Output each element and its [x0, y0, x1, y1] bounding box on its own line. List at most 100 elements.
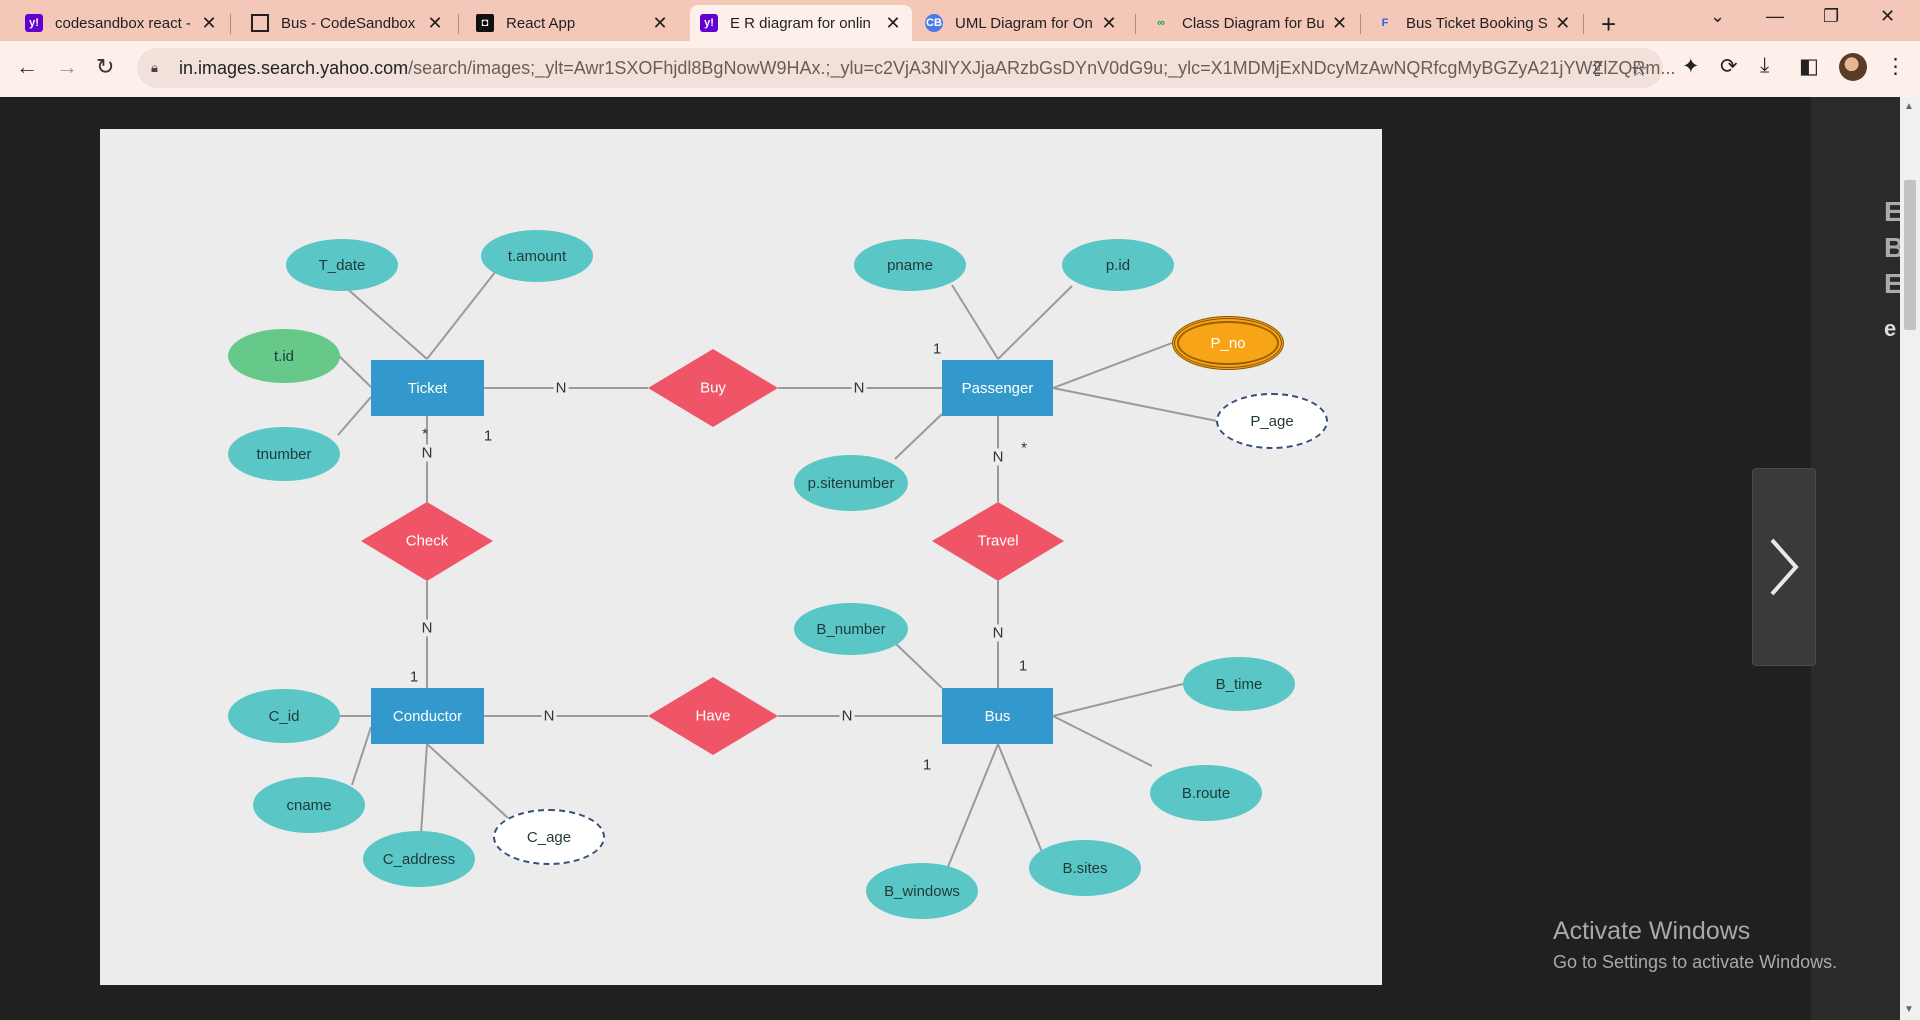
tab-title: Bus - CodeSandbox — [281, 14, 416, 32]
chevron-right-icon — [1770, 538, 1799, 596]
tab-divider — [230, 14, 231, 34]
side-text: B — [1884, 232, 1905, 263]
entity-bus: Bus — [942, 688, 1053, 744]
tab-title: E R diagram for onlin — [730, 14, 871, 32]
entity-conductor: Conductor — [371, 688, 484, 744]
attribute-t-id-key: t.id — [228, 329, 340, 383]
restore-icon[interactable]: ❐ — [1823, 6, 1840, 26]
side-text: E — [1884, 196, 1903, 227]
close-icon[interactable]: ✕ — [652, 12, 668, 33]
attribute-b-route: B.route — [1150, 765, 1262, 821]
watermark-title: Activate Windows — [1553, 917, 1751, 945]
side-panel-icon[interactable]: ◧ — [1799, 55, 1819, 78]
attribute-c-id: C_id — [228, 689, 340, 743]
lock-icon[interactable]: 🔒︎ — [151, 60, 158, 75]
sync-icon[interactable]: ⟳ — [1720, 55, 1738, 78]
close-icon[interactable]: ✕ — [1101, 12, 1117, 33]
extensions-puzzle-icon[interactable]: ✦ — [1682, 55, 1700, 78]
cardinality-label: N — [553, 379, 569, 397]
codesandbox-icon — [251, 14, 269, 32]
cardinality-label: 1 — [922, 756, 932, 774]
close-icon[interactable]: ✕ — [1332, 12, 1348, 33]
watermark-subtitle: Go to Settings to activate Windows. — [1553, 952, 1838, 972]
cardinality-label: N — [419, 444, 435, 462]
tab-title: UML Diagram for On — [955, 14, 1093, 32]
attribute-c-address: C_address — [363, 831, 475, 887]
url-path: /search/images;_ylt=Awr1SXOFhjdl8BgNowW9… — [408, 57, 1676, 78]
share-icon[interactable]: ⇪ — [1589, 59, 1606, 81]
tab-strip: y! codesandbox react - ✕ Bus - CodeSandb… — [0, 0, 1920, 41]
next-image-button[interactable] — [1752, 468, 1816, 666]
tab-class-diagram[interactable]: ∞ Class Diagram for Bu ✕ — [1142, 5, 1355, 41]
cardinality-label: 1 — [1018, 657, 1028, 675]
relationship-have: Have — [695, 707, 731, 725]
tab-divider — [458, 14, 459, 34]
tab-react-app[interactable]: ◘ React App ✕ — [466, 5, 679, 41]
entity-passenger: Passenger — [942, 360, 1053, 416]
address-bar[interactable]: 🔒︎ in.images.search.yahoo.com/search/ima… — [137, 48, 1675, 88]
cardinality-label: * — [422, 425, 428, 443]
attribute-t-date: T_date — [286, 239, 398, 291]
cardinality-label: 1 — [483, 427, 493, 445]
tab-bus-ticket-booking[interactable]: F Bus Ticket Booking S ✕ — [1366, 5, 1579, 41]
tab-title: codesandbox react - — [55, 14, 191, 32]
relationship-buy-shape — [648, 349, 778, 427]
new-tab-plus-icon[interactable]: + — [1601, 9, 1617, 39]
gg-icon: ∞ — [1157, 17, 1165, 29]
attribute-b-windows: B_windows — [866, 863, 978, 919]
minimize-icon[interactable]: — — [1766, 6, 1784, 26]
url-host: in.images.search.yahoo.com — [179, 57, 409, 78]
relationship-check: Check — [405, 532, 449, 550]
relationship-have-shape — [648, 677, 778, 755]
entity-ticket: Ticket — [371, 360, 484, 416]
cardinality-label: N — [839, 707, 855, 725]
close-icon[interactable]: ✕ — [427, 12, 443, 33]
attribute-tnumber: tnumber — [228, 427, 340, 481]
close-icon[interactable]: ✕ — [201, 12, 217, 33]
tab-codesandbox-react[interactable]: y! codesandbox react - ✕ — [15, 5, 228, 41]
attribute-p-id: p.id — [1062, 239, 1174, 291]
download-icon[interactable]: ⤓ — [1760, 54, 1770, 77]
close-icon[interactable]: ✕ — [885, 12, 901, 33]
reload-icon[interactable]: ↻ — [96, 54, 115, 79]
cardinality-label: * — [1021, 439, 1027, 457]
menu-kebab-icon[interactable]: ⋮ — [1885, 55, 1906, 78]
tab-title: React App — [506, 14, 576, 32]
scroll-down-icon[interactable]: ▼ — [1904, 1004, 1914, 1015]
activate-windows-watermark: Activate Windows Go to Settings to activ… — [1553, 917, 1837, 973]
close-window-icon[interactable]: ✕ — [1880, 6, 1896, 26]
bookmark-star-icon[interactable]: ☆ — [1630, 59, 1648, 81]
back-arrow-icon[interactable]: ← — [16, 54, 38, 79]
cb-icon: CB — [925, 14, 943, 32]
relationship-buy: Buy — [700, 379, 726, 397]
tab-search-chevron-icon[interactable]: ⌄ — [1710, 6, 1726, 26]
attribute-p-sitenumber: p.sitenumber — [794, 455, 908, 511]
cardinality-label: 1 — [409, 668, 419, 686]
browser-toolbar: ← → ↻ 🔒︎ in.images.search.yahoo.com/sear… — [0, 41, 1920, 97]
forward-arrow-icon[interactable]: → — [56, 54, 78, 79]
side-text: e — [1884, 316, 1897, 341]
tab-er-diagram[interactable]: y! E R diagram for onlin ✕ — [690, 5, 912, 41]
relationship-travel-shape — [932, 502, 1064, 581]
profile-avatar[interactable] — [1839, 53, 1867, 81]
scroll-up-icon[interactable]: ▲ — [1904, 101, 1914, 112]
cardinality-label: N — [990, 624, 1006, 642]
tab-bus-codesandbox[interactable]: Bus - CodeSandbox ✕ — [241, 5, 454, 41]
relationship-check-shape — [361, 502, 493, 581]
tab-divider — [1360, 14, 1361, 34]
attribute-t-amount: t.amount — [481, 230, 593, 282]
diagram-lines — [335, 270, 1218, 885]
attribute-p-age-multivalued: P_age — [1216, 393, 1328, 449]
cardinality-label: N — [851, 379, 867, 397]
react-app-icon: ◘ — [476, 14, 494, 32]
tab-uml-diagram[interactable]: CB UML Diagram for On ✕ — [915, 5, 1128, 41]
er-diagram-image[interactable]: Buy Check Travel Have Ticket Passenger C… — [100, 129, 1382, 985]
scrollbar-thumb[interactable] — [1904, 180, 1916, 330]
tab-divider — [1135, 14, 1136, 34]
yahoo-icon: y! — [700, 14, 718, 32]
close-icon[interactable]: ✕ — [1555, 12, 1571, 33]
attribute-pname: pname — [854, 239, 966, 291]
side-text: E — [1884, 268, 1903, 299]
url-text[interactable]: in.images.search.yahoo.com/search/images… — [179, 57, 1675, 79]
cardinality-label: N — [541, 707, 557, 725]
